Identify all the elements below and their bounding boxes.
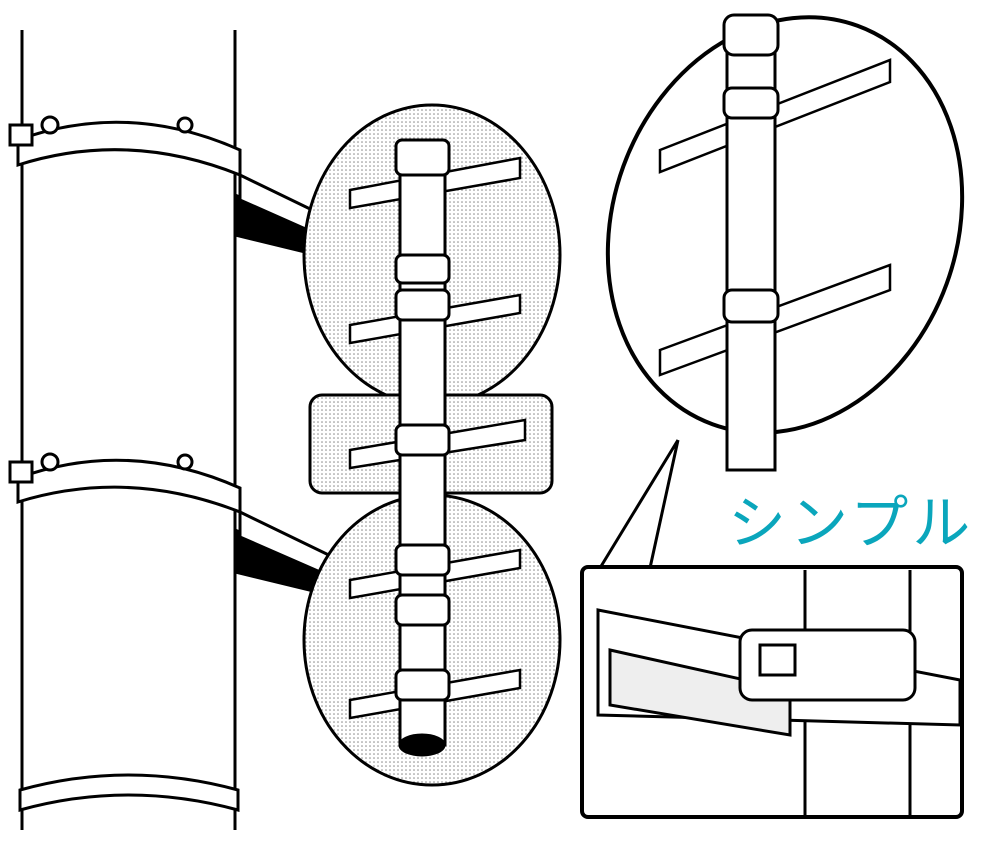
- pole-clamp-lower: [8, 452, 242, 515]
- pole-band-bottom: [18, 773, 240, 812]
- pole-clamp-upper: [8, 115, 242, 178]
- callout-pointer: [598, 439, 680, 569]
- detail-inset: [580, 565, 964, 819]
- caption-simple: シンプル: [728, 489, 975, 557]
- back-pipe: [722, 13, 780, 472]
- round-mirror-back: [605, 15, 965, 435]
- mounting-pipe: [394, 138, 451, 757]
